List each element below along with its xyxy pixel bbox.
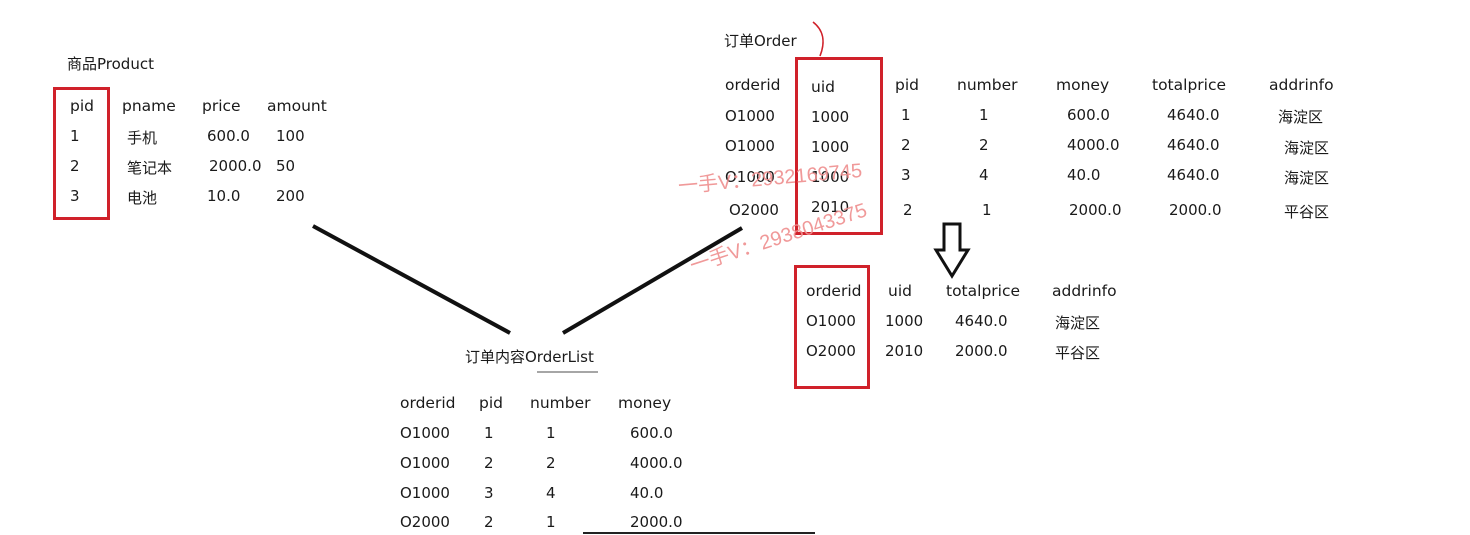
- split-cell: 4640.0: [955, 312, 1008, 330]
- orderlist-cell: O1000: [400, 484, 450, 502]
- split-header-totalprice: totalprice: [946, 282, 1021, 300]
- split-cell: O2000: [806, 342, 856, 360]
- product-cell: 笔记本: [127, 159, 173, 177]
- red-annotation-stroke: [812, 21, 824, 57]
- order-cell: 海淀区: [1284, 139, 1330, 157]
- split-cell: 1000: [885, 312, 924, 330]
- connector-product-orderlist: [312, 224, 511, 335]
- split-cell: O1000: [806, 312, 856, 330]
- order-cell: 600.0: [1067, 106, 1110, 124]
- product-cell: 200: [276, 187, 305, 205]
- split-cell: 2010: [885, 342, 924, 360]
- product-cell: 100: [276, 127, 305, 145]
- orderlist-cell: 3: [484, 484, 494, 502]
- order-cell: 2: [901, 136, 911, 154]
- split-header-addrinfo: addrinfo: [1052, 282, 1117, 300]
- order-cell: 40.0: [1067, 166, 1101, 184]
- product-cell: 3: [70, 187, 80, 205]
- order-cell: 4640.0: [1167, 106, 1220, 124]
- order-cell: 1: [982, 201, 992, 219]
- order-cell: O1000: [725, 168, 775, 186]
- split-orderid-highlight: [794, 265, 870, 389]
- product-cell: 1: [70, 127, 80, 145]
- order-uid-highlight: [795, 57, 883, 235]
- product-header-price: price: [202, 97, 241, 115]
- order-cell: 2010: [811, 198, 850, 216]
- order-cell: 海淀区: [1284, 169, 1330, 187]
- orderlist-cell: 4000.0: [630, 454, 683, 472]
- orderlist-cell: O1000: [400, 424, 450, 442]
- product-cell: 600.0: [207, 127, 250, 145]
- product-cell: 50: [276, 157, 296, 175]
- order-title: 订单Order: [724, 32, 797, 50]
- orderlist-cell: 2: [484, 513, 494, 531]
- product-cell: 2: [70, 157, 80, 175]
- product-header-pid: pid: [70, 97, 94, 115]
- orderlist-cell: 1: [484, 424, 494, 442]
- orderlist-header-money: money: [618, 394, 672, 412]
- product-cell: 10.0: [207, 187, 241, 205]
- orderlist-cell: 2000.0: [630, 513, 683, 531]
- order-cell: 2000.0: [1169, 201, 1222, 219]
- orderlist-cell: 2: [484, 454, 494, 472]
- order-cell: 平谷区: [1284, 203, 1330, 221]
- order-cell: 4640.0: [1167, 136, 1220, 154]
- order-header-addrinfo: addrinfo: [1269, 76, 1334, 94]
- order-header-pid: pid: [895, 76, 919, 94]
- order-cell: 4: [979, 166, 989, 184]
- orderlist-cell: 1: [546, 424, 556, 442]
- order-cell: 4000.0: [1067, 136, 1120, 154]
- order-cell: O1000: [725, 137, 775, 155]
- order-cell: 海淀区: [1278, 108, 1324, 126]
- order-cell: 2000.0: [1069, 201, 1122, 219]
- order-cell: 1000: [811, 168, 850, 186]
- order-header-totalprice: totalprice: [1152, 76, 1227, 94]
- order-header-number: number: [957, 76, 1018, 94]
- order-cell: O1000: [725, 107, 775, 125]
- order-cell: 1000: [811, 138, 850, 156]
- orderlist-cell: 40.0: [630, 484, 664, 502]
- order-cell: 4640.0: [1167, 166, 1220, 184]
- order-cell: 2: [903, 201, 913, 219]
- orderlist-cell: 1: [546, 513, 556, 531]
- orderlist-header-orderid: orderid: [400, 394, 456, 412]
- product-header-pname: pname: [122, 97, 176, 115]
- order-cell: 1000: [811, 108, 850, 126]
- orderlist-header-pid: pid: [479, 394, 503, 412]
- order-cell: 3: [901, 166, 911, 184]
- order-cell: 2: [979, 136, 989, 154]
- product-cell: 电池: [127, 189, 158, 207]
- connector-order-orderlist: [561, 226, 744, 335]
- orderlist-header-number: number: [530, 394, 591, 412]
- orderlist-cell: 4: [546, 484, 556, 502]
- orderlist-cell: O1000: [400, 454, 450, 472]
- product-cell: 手机: [127, 129, 158, 147]
- split-header-uid: uid: [888, 282, 912, 300]
- order-cell: 1: [979, 106, 989, 124]
- order-header-money: money: [1056, 76, 1110, 94]
- order-cell: O2000: [729, 201, 779, 219]
- split-header-orderid: orderid: [806, 282, 862, 300]
- split-cell: 海淀区: [1055, 314, 1101, 332]
- split-cell: 2000.0: [955, 342, 1008, 360]
- product-pid-highlight: [53, 87, 110, 220]
- product-header-amount: amount: [267, 97, 327, 115]
- order-header-uid: uid: [811, 78, 835, 96]
- split-cell: 平谷区: [1055, 344, 1101, 362]
- product-cell: 2000.0: [209, 157, 262, 175]
- down-arrow-icon: [933, 222, 971, 279]
- orderlist-cell: 2: [546, 454, 556, 472]
- order-header-orderid: orderid: [725, 76, 781, 94]
- orderlist-cell: O2000: [400, 513, 450, 531]
- order-cell: 1: [901, 106, 911, 124]
- orderlist-cell: 600.0: [630, 424, 673, 442]
- product-title: 商品Product: [67, 55, 154, 73]
- orderlist-title: 订单内容OrderList: [465, 348, 594, 366]
